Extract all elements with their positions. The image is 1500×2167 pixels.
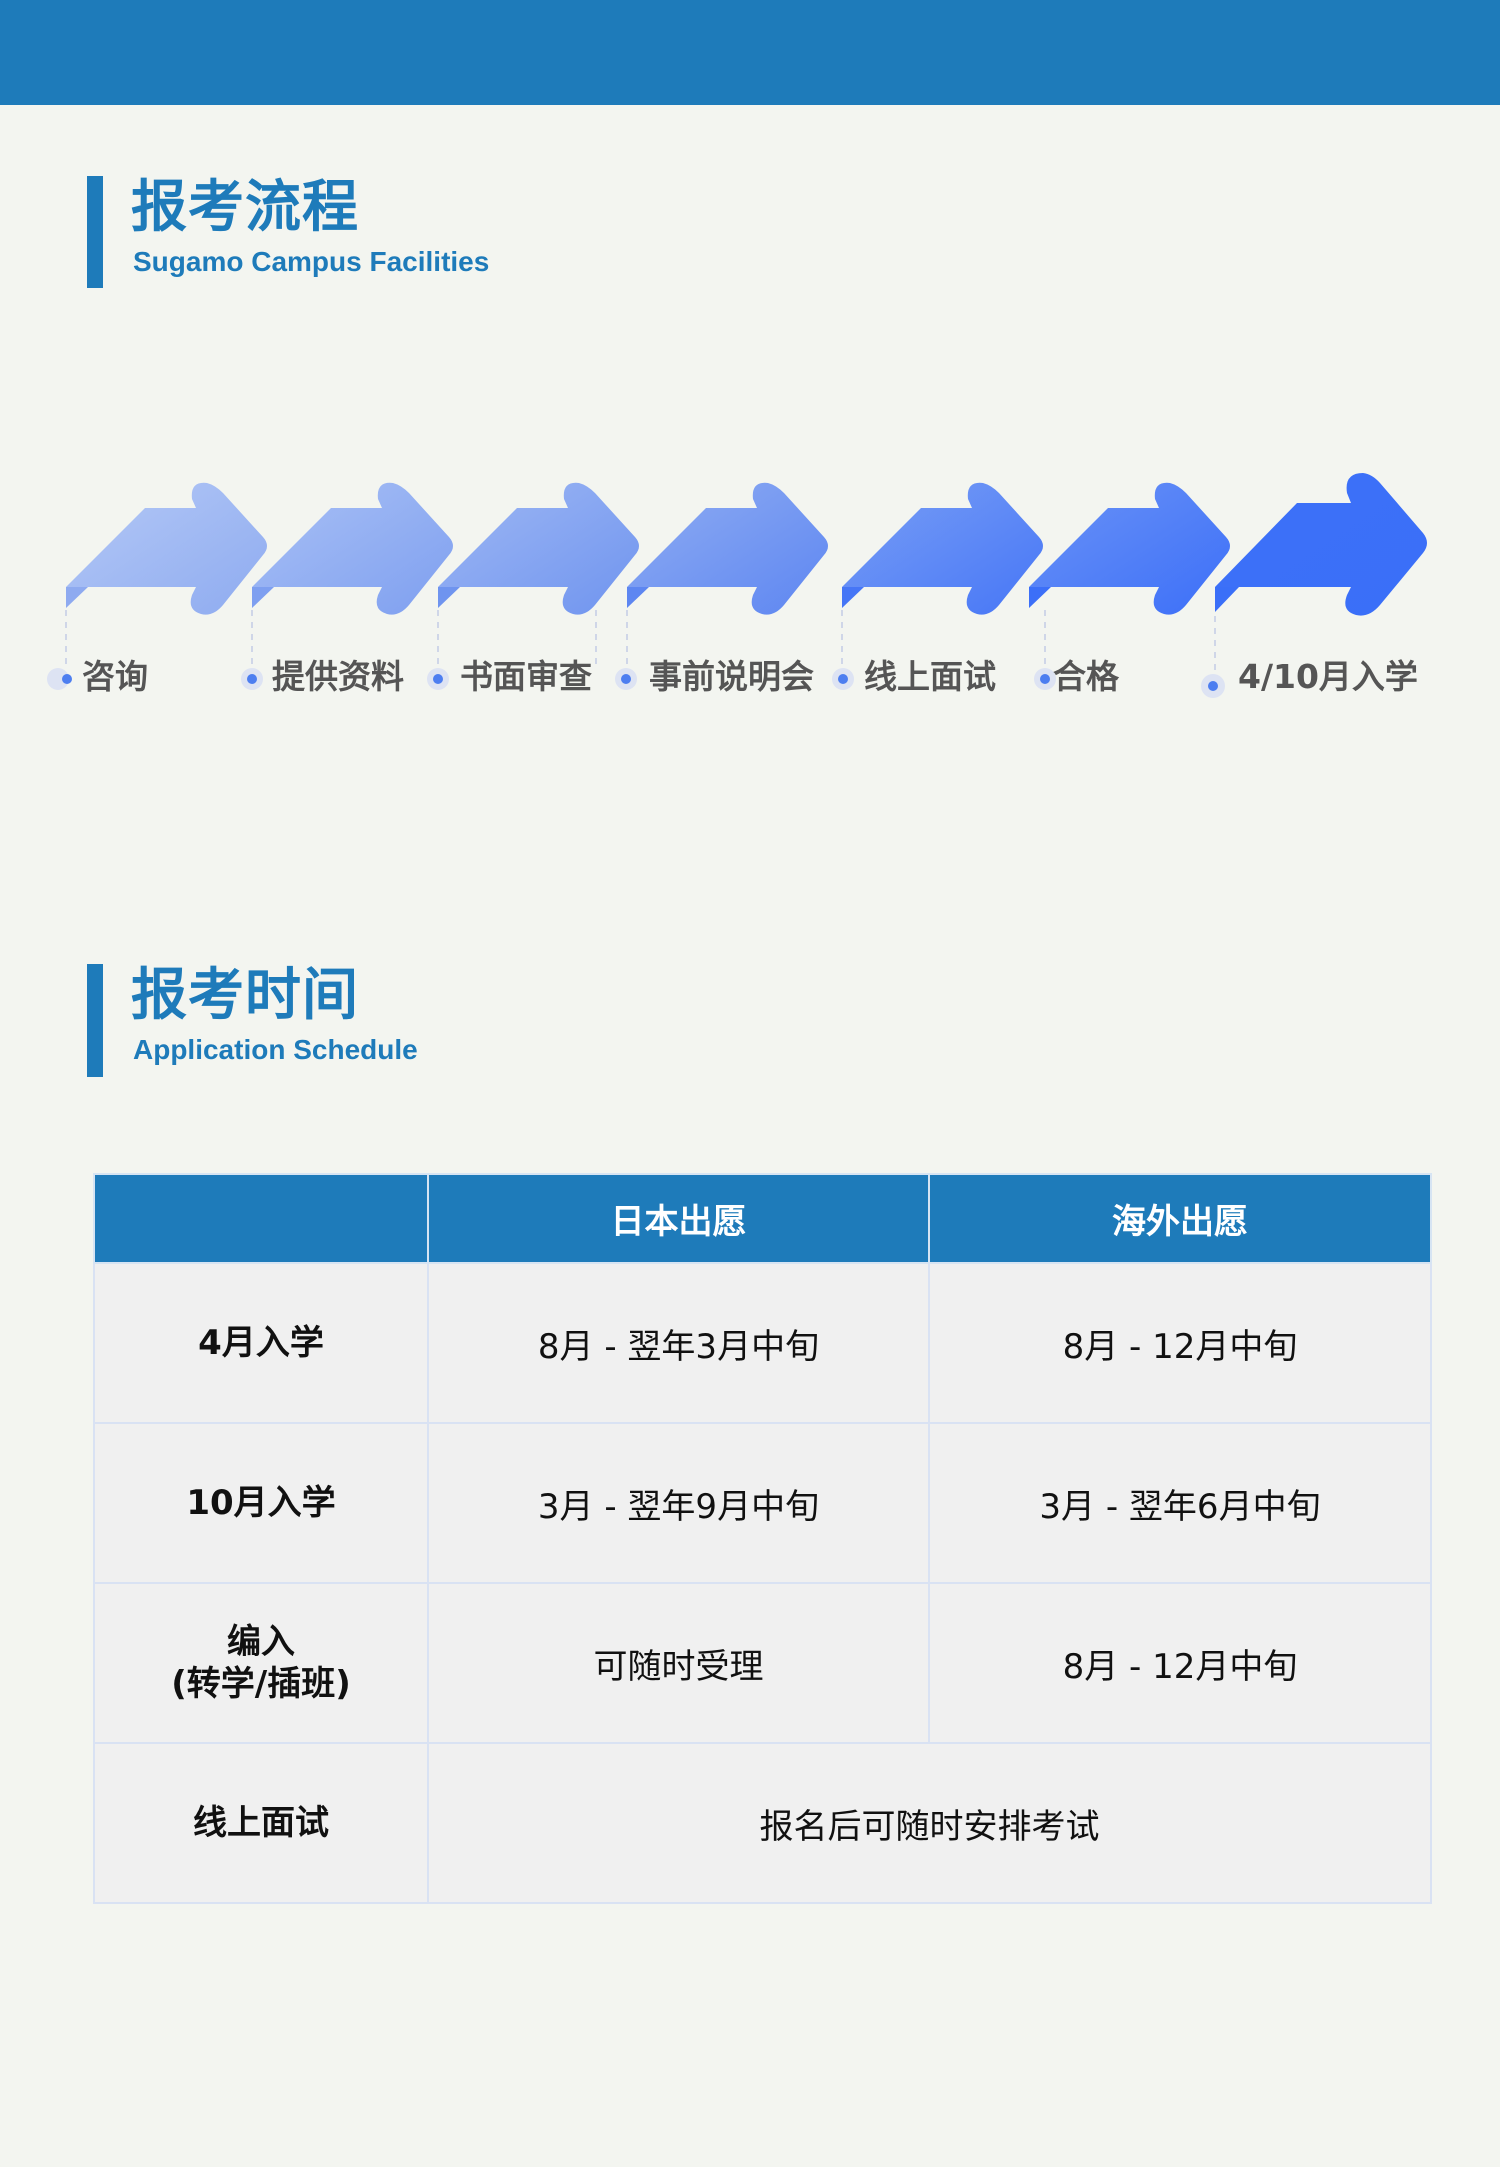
table-row: 4月入学 8月 - 翌年3月中旬 8月 - 12月中旬: [93, 1262, 1432, 1424]
step-label-submit-docs: 提供资料: [272, 657, 404, 696]
schedule-table: 日本出愿 海外出愿 4月入学 8月 - 翌年3月中旬 8月 - 12月中旬 10…: [93, 1173, 1432, 1904]
section-accent-bar: [87, 176, 103, 288]
row-label-october: 10月入学: [93, 1422, 429, 1584]
row-label-transfer: 编入 (转学/插班): [93, 1582, 429, 1744]
step-arrow-7: [1215, 473, 1427, 616]
dashed-connectors: [65, 610, 1216, 672]
table-row: 编入 (转学/插班) 可随时受理 8月 - 12月中旬: [93, 1582, 1432, 1744]
step-label-info-session: 事前说明会: [649, 657, 814, 696]
process-flow: 咨询 提供资料 书面审查 事前说明会 线上面试 合格 4/10月入学: [0, 0, 1500, 760]
schedule-title: 报考时间: [131, 963, 359, 1028]
table-row: 10月入学 3月 - 翌年9月中旬 3月 - 翌年6月中旬: [93, 1422, 1432, 1584]
step-arrow-4: [627, 482, 828, 615]
schedule-subtitle: Application Schedule: [133, 1034, 418, 1065]
step-label-pass: 合格: [1053, 657, 1119, 696]
step-label-consult: 咨询: [82, 657, 148, 696]
cell-overseas: 8月 - 12月中旬: [928, 1262, 1432, 1424]
column-header-japan: 日本出愿: [427, 1173, 930, 1264]
row-label-april: 4月入学: [93, 1262, 429, 1424]
cell-overseas: 8月 - 12月中旬: [928, 1582, 1432, 1744]
step-arrow-6: [1029, 482, 1230, 615]
step-label-enrollment: 4/10月入学: [1238, 657, 1418, 696]
column-header-overseas: 海外出愿: [928, 1173, 1432, 1264]
cell-japan: 可随时受理: [427, 1582, 930, 1744]
step-arrow-1: [66, 482, 267, 615]
step-arrow-2: [252, 482, 453, 615]
top-banner: [0, 0, 1500, 105]
cell-merged: 报名后可随时安排考试: [427, 1742, 1432, 1904]
cell-overseas: 3月 - 翌年6月中旬: [928, 1422, 1432, 1584]
step-arrow-3: [438, 482, 639, 615]
step-dots: [47, 668, 1225, 698]
cell-japan: 8月 - 翌年3月中旬: [427, 1262, 930, 1424]
column-header-blank: [93, 1173, 429, 1264]
process-subtitle: Sugamo Campus Facilities: [133, 246, 490, 277]
step-arrow-5: [842, 482, 1043, 615]
row-label-transfer-line2: (转学/插班): [171, 1664, 351, 1704]
table-header-row: 日本出愿 海外出愿: [93, 1173, 1432, 1264]
step-label-document-review: 书面审查: [460, 657, 592, 696]
cell-japan: 3月 - 翌年9月中旬: [427, 1422, 930, 1584]
process-title: 报考流程: [131, 175, 359, 240]
section-accent-bar: [87, 964, 103, 1077]
row-label-online-interview: 线上面试: [93, 1742, 429, 1904]
table-row: 线上面试 报名后可随时安排考试: [93, 1742, 1432, 1904]
step-label-online-interview: 线上面试: [864, 657, 996, 696]
row-label-transfer-line1: 编入: [227, 1621, 295, 1662]
process-arrows: [47, 473, 1427, 698]
